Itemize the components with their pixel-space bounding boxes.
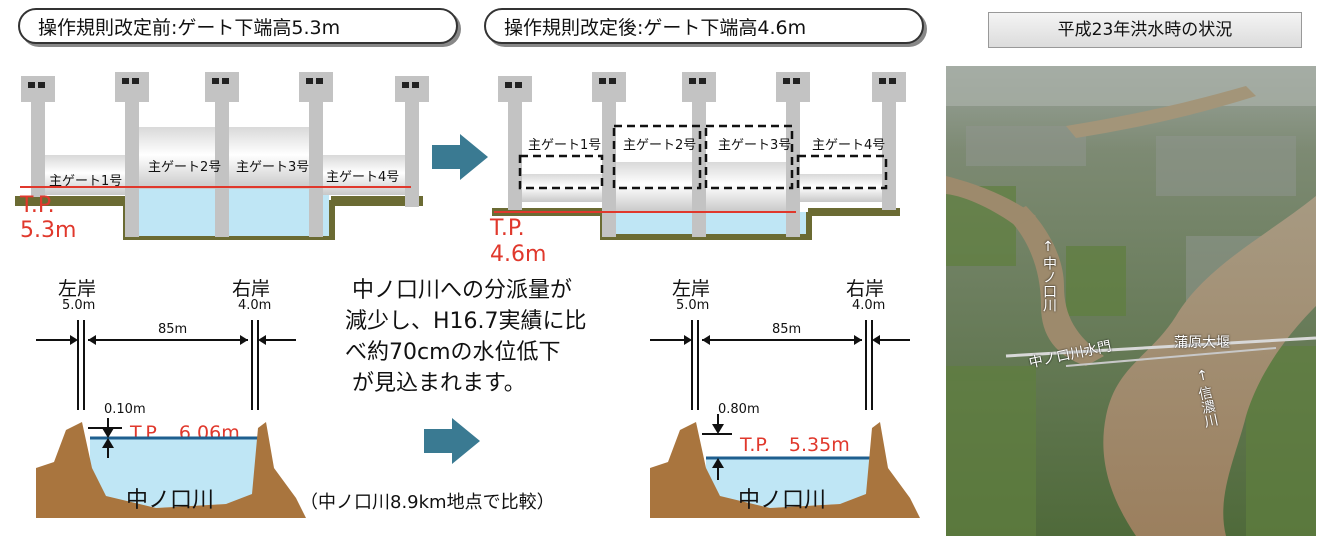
comparison-note: （中ノ口川8.9km地点で比較） xyxy=(300,492,555,513)
gate-label-after-3: 主ゲート3号 xyxy=(718,138,792,153)
gate-3 xyxy=(227,127,315,189)
right-bank-label-after: 右岸 xyxy=(846,278,885,300)
arrow-right-icon xyxy=(432,134,488,180)
pillars xyxy=(21,72,429,237)
left-bank-label-after: 左岸 xyxy=(672,278,711,300)
section-diagram-before xyxy=(36,320,306,518)
pillars xyxy=(498,72,906,237)
water-level-after: T.P. 5.35m xyxy=(740,434,850,456)
old-gate-outlines xyxy=(518,124,888,190)
width-label-after: 85m xyxy=(772,322,802,337)
width-label-before: 85m xyxy=(158,322,188,337)
arrow-up-icon: ↑ xyxy=(1042,239,1054,255)
ground-left xyxy=(15,196,127,206)
gate-label-before-2: 主ゲート2号 xyxy=(148,160,222,175)
river-label-before: 中ノ口川 xyxy=(126,488,215,513)
tp-label-after-1: T.P. xyxy=(490,216,525,241)
bank-lines xyxy=(691,320,873,410)
gate-4 xyxy=(321,155,409,195)
ground-right xyxy=(808,208,900,216)
left-bank-height-after: 5.0m xyxy=(676,298,710,313)
water-area xyxy=(706,458,870,508)
photo-title: 平成23年洪水時の状況 xyxy=(988,12,1302,48)
tp-label-before-1: T.P. xyxy=(20,193,55,218)
section-diagram-after xyxy=(650,320,920,518)
message-line-4: が見込まれます。 xyxy=(352,371,526,396)
before-title: 操作規則改定前:ゲート下端高5.3m xyxy=(18,8,458,44)
photo-label-nakanokuchi: ↑ 中ノ口川 xyxy=(1040,238,1057,317)
right-bank-height-before: 4.0m xyxy=(238,298,272,313)
ground-right xyxy=(331,196,423,206)
bank-lines xyxy=(77,320,259,410)
pillar-windows xyxy=(28,78,419,88)
dimension-arrows xyxy=(650,335,910,345)
gate-label-before-4: 主ゲート4号 xyxy=(326,170,400,185)
gate-label-after-1: 主ゲート1号 xyxy=(528,138,602,153)
water-area xyxy=(90,438,258,508)
photo-label-kanbara: 蒲原大堰 xyxy=(1174,335,1230,351)
after-title: 操作規則改定後:ゲート下端高4.6m xyxy=(484,8,924,44)
river-label-after: 中ノ口川 xyxy=(738,488,827,513)
message-line-1: 中ノ口川への分派量が xyxy=(352,278,573,303)
gate-diagram-before xyxy=(15,72,429,240)
left-bank-label-before: 左岸 xyxy=(58,278,97,300)
gate-label-before-3: 主ゲート3号 xyxy=(236,160,310,175)
nakanokuchi-river xyxy=(1006,206,1104,366)
gate-1 xyxy=(43,155,125,195)
tp-label-before-2: 5.3m xyxy=(20,218,77,243)
right-bank-label-before: 右岸 xyxy=(232,278,271,300)
gate-label-after-2: 主ゲート2号 xyxy=(623,138,697,153)
ground xyxy=(650,422,920,518)
message-line-2: 減少し、H16.7実績に比 xyxy=(345,309,587,334)
dimension-arrows xyxy=(36,335,296,345)
shinano-river xyxy=(1103,196,1316,536)
arrow-right-icon-lower xyxy=(424,418,480,464)
right-bank-height-after: 4.0m xyxy=(852,298,886,313)
gate-2 xyxy=(137,127,223,189)
left-bank-height-before: 5.0m xyxy=(62,298,96,313)
gate-label-before-1: 主ゲート1号 xyxy=(49,174,123,189)
aerial-photo xyxy=(946,66,1316,536)
drop-label-before: 0.10m xyxy=(104,402,146,417)
photo-label-nakanokuchi-text: 中ノ口川 xyxy=(1041,256,1057,312)
pillar-windows xyxy=(505,78,896,88)
gate-label-after-4: 主ゲート4号 xyxy=(812,138,886,153)
ground xyxy=(36,422,306,518)
tp-label-after-2: 4.6m xyxy=(490,242,547,267)
gate-diagram-after xyxy=(492,72,906,240)
drop-label-after: 0.80m xyxy=(718,402,760,417)
message-line-3: べ約70cmの水位低下 xyxy=(345,340,561,365)
